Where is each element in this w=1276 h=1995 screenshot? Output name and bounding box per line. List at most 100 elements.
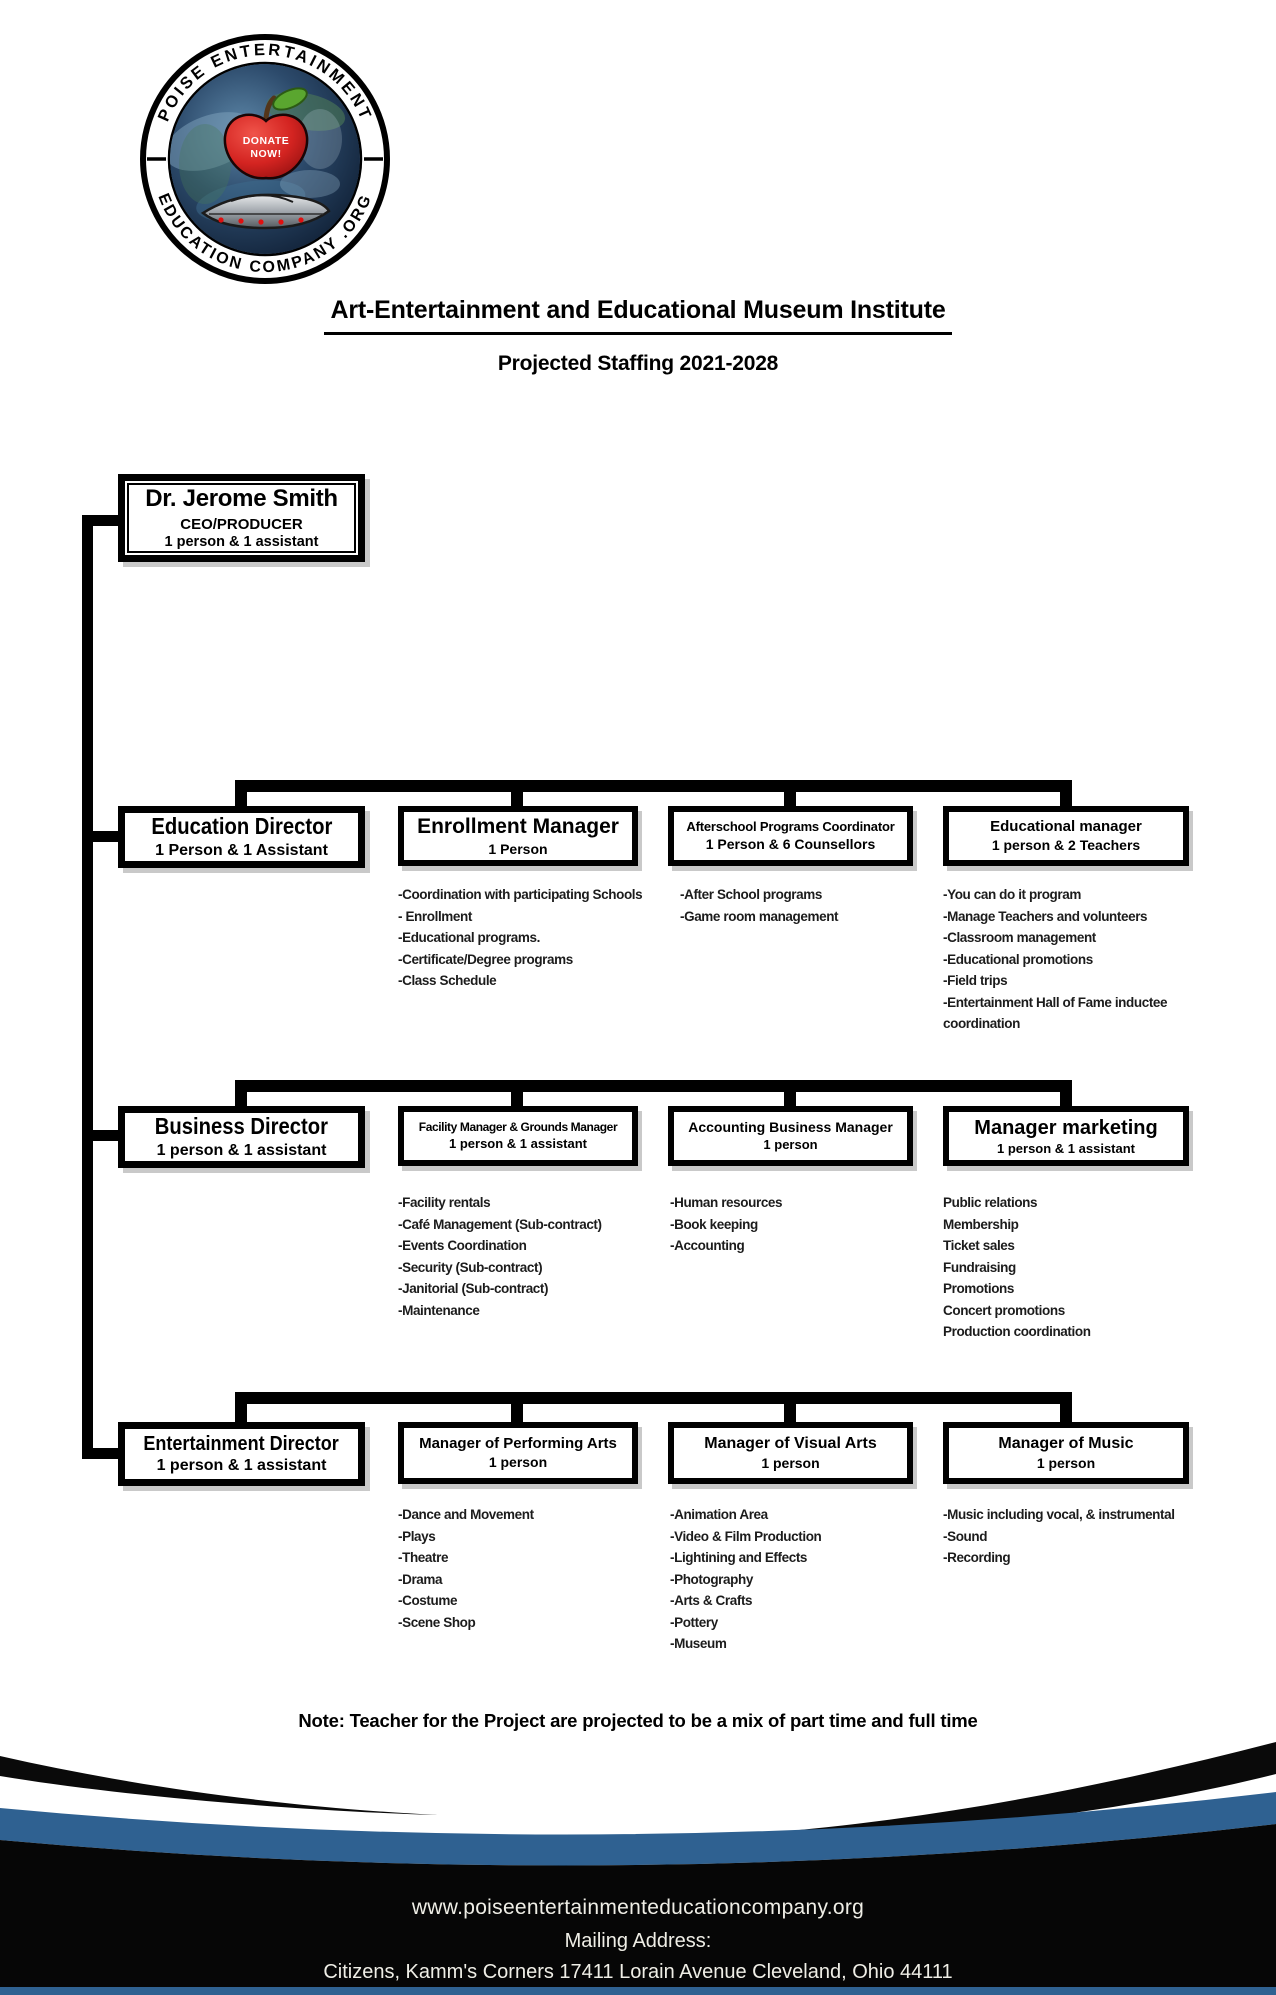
- box-title: Manager marketing: [974, 1116, 1158, 1139]
- connector-drop: [1060, 780, 1072, 808]
- box-title: Accounting Business Manager: [688, 1118, 893, 1135]
- swoosh-left-blade: [0, 1756, 438, 1815]
- duty-item: Production coordination: [943, 1324, 1091, 1339]
- duty-item: -Café Management (Sub-contract): [398, 1216, 602, 1232]
- duties-educational-manager: -You can do it program-Manage Teachers a…: [943, 884, 1243, 1035]
- box-performing-arts-manager: Manager of Performing Arts 1 person: [398, 1422, 638, 1484]
- footer-black-area: [0, 1824, 1276, 1995]
- duty-item: -Educational programs.: [398, 930, 540, 945]
- page-subtitle: Projected Staffing 2021-2028: [497, 352, 779, 375]
- connector-drop: [511, 1080, 523, 1108]
- box-education-director: Education Director 1 Person & 1 Assistan…: [118, 806, 365, 868]
- connector-bar-entertainment: [235, 1392, 1072, 1404]
- footer-note: Note: Teacher for the Project are projec…: [298, 1710, 978, 1731]
- box-educational-manager: Educational manager 1 person & 2 Teacher…: [943, 806, 1189, 866]
- footer-website: www.poiseentertainmenteducationcompany.o…: [411, 1896, 865, 1919]
- duty-item: -Game room management: [680, 908, 839, 924]
- duty-item: -Class Schedule: [398, 973, 497, 988]
- connector-drop: [235, 780, 247, 808]
- connector-drop: [784, 780, 796, 808]
- box-title: Manager of Visual Arts: [704, 1435, 877, 1453]
- duty-item: -Arts & Crafts: [670, 1593, 753, 1608]
- box-title: Educational manager: [990, 817, 1142, 835]
- box-accounting-manager: Accounting Business Manager 1 person: [668, 1106, 913, 1166]
- box-staff: 1 person & 1 assistant: [449, 1136, 587, 1152]
- box-staff: 1 Person & 1 Assistant: [155, 841, 328, 859]
- duty-item: -After School programs: [680, 887, 822, 902]
- duty-item: -Human resources: [670, 1195, 783, 1210]
- box-staff: 1 person: [761, 1454, 820, 1471]
- box-staff: 1 person: [488, 1454, 548, 1471]
- connector-bar-education: [235, 780, 1072, 792]
- duty-item: -You can do it program: [943, 887, 1081, 902]
- connector-drop: [1060, 1392, 1072, 1424]
- ceo-role: CEO/PRODUCER: [180, 515, 303, 533]
- box-title: Business Director: [154, 1113, 329, 1140]
- page-title: Art-Entertainment and Educational Museum…: [324, 296, 952, 335]
- footer-address: Citizens, Kamm's Corners 17411 Lorain Av…: [323, 1961, 953, 1983]
- box-entertainment-director: Entertainment Director 1 person & 1 assi…: [118, 1422, 365, 1486]
- duty-item: Concert promotions: [943, 1302, 1065, 1318]
- duty-item: Public relations: [943, 1195, 1038, 1210]
- box-title: Facility Manager & Grounds Manager: [418, 1119, 618, 1134]
- footer-mailing-label: Mailing Address:: [564, 1930, 712, 1952]
- box-title: Entertainment Director: [143, 1431, 340, 1455]
- duty-item: -Music including vocal, & instrumental: [943, 1507, 1175, 1522]
- duty-item: -Video & Film Production: [670, 1528, 822, 1544]
- duties-facility: -Facility rentals -Café Management (Sub-c…: [398, 1192, 602, 1321]
- duties-afterschool: -After School programs -Game room managem…: [680, 884, 839, 927]
- duty-item: -Animation Area: [670, 1507, 768, 1522]
- duty-item: -Museum: [670, 1636, 727, 1651]
- connector-stub-entertainment: [82, 1448, 120, 1459]
- duty-item: Ticket sales: [943, 1238, 1015, 1253]
- box-staff: 1 person: [763, 1137, 818, 1153]
- duty-item: -Sound: [943, 1528, 988, 1544]
- footer-bottom-blue-strip: [0, 1987, 1276, 1995]
- duty-item: - Enrollment: [398, 908, 472, 924]
- box-visual-arts-manager: Manager of Visual Arts 1 person: [668, 1422, 913, 1484]
- duty-item: -Certificate/Degree programs: [398, 951, 573, 967]
- ceo-name: Dr. Jerome Smith: [145, 485, 338, 513]
- swoosh-blue-band: [0, 1792, 1276, 1866]
- duty-item: -Lightining and Effects: [670, 1550, 808, 1565]
- box-staff: 1 person & 1 assistant: [997, 1140, 1135, 1156]
- connector-drop: [784, 1080, 796, 1108]
- box-title: Afterschool Programs Coordinator: [686, 818, 895, 834]
- duty-item: Promotions: [943, 1281, 1015, 1296]
- connector-drop: [235, 1080, 247, 1108]
- connector-spine: [82, 515, 93, 1459]
- duty-item: -Dance and Movement: [398, 1507, 534, 1522]
- duty-item: -Scene Shop: [398, 1614, 476, 1630]
- box-afterschool-coordinator: Afterschool Programs Coordinator 1 Perso…: [668, 806, 913, 866]
- duty-item: -Recording: [943, 1550, 1011, 1565]
- footer-swoosh-graphic: [0, 1742, 1276, 1995]
- duty-item: -Facility rentals: [398, 1195, 491, 1210]
- company-logo: POISE ENTERTAINMENT EDUCATION COMPANY .O…: [140, 34, 390, 284]
- box-business-director: Business Director 1 person & 1 assistant: [118, 1106, 365, 1168]
- box-staff: 1 person & 2 Teachers: [991, 837, 1141, 854]
- duty-item: -Classroom management: [943, 930, 1096, 945]
- duty-item: -Coordination with participating Schools: [398, 887, 643, 902]
- box-staff: 1 Person & 6 Counsellors: [705, 836, 876, 853]
- duty-item: Fundraising: [943, 1259, 1016, 1275]
- box-enrollment-manager: Enrollment Manager 1 Person: [398, 806, 638, 866]
- connector-stub-ceo: [82, 515, 120, 526]
- spaceship-icon: [200, 193, 331, 230]
- donate-text-line1: DONATE: [243, 135, 290, 147]
- connector-drop: [1060, 1080, 1072, 1108]
- connector-drop: [235, 1392, 247, 1424]
- box-music-manager: Manager of Music 1 person: [943, 1422, 1189, 1484]
- donate-text-line2: NOW!: [250, 148, 281, 160]
- duty-item: -Events Coordination: [398, 1238, 527, 1253]
- ceo-staff: 1 person & 1 assistant: [164, 533, 319, 550]
- duty-item: Membership: [943, 1216, 1019, 1232]
- duty-item: -Security (Sub-contract): [398, 1259, 543, 1275]
- duties-enrollment: -Coordination with participating Schools…: [398, 884, 643, 992]
- duty-item: -Entertainment Hall of Fame inductee coo…: [943, 994, 1168, 1032]
- duty-item: -Drama: [398, 1571, 443, 1587]
- duty-item: -Educational promotions: [943, 951, 1093, 967]
- duty-item: -Field trips: [943, 973, 1008, 988]
- connector-drop: [511, 1392, 523, 1424]
